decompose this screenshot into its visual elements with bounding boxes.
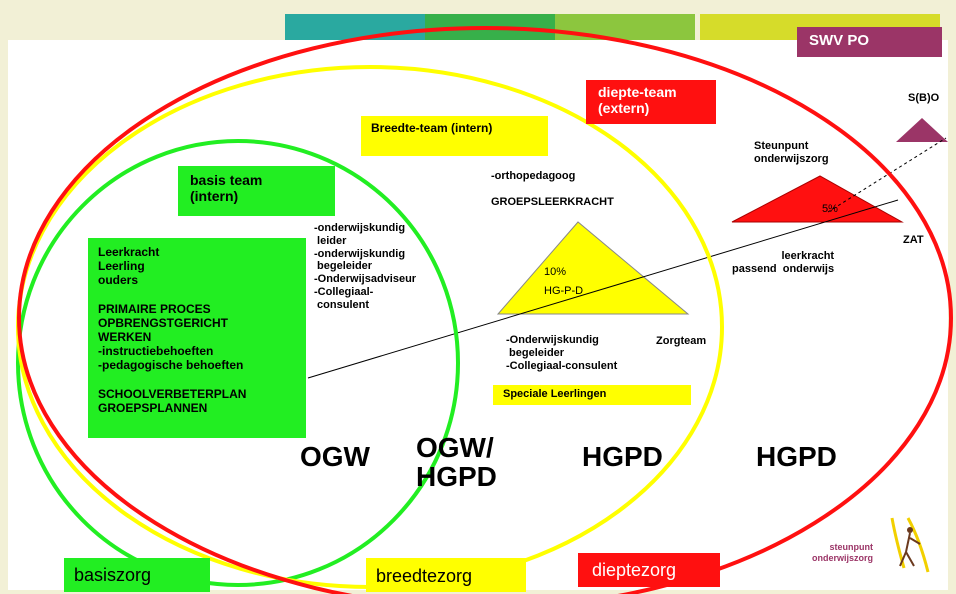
orthopedagoog-label: -orthopedagoog (491, 170, 576, 182)
approach-hgpd-1: HGPD (582, 441, 663, 472)
steunpunt-logo-text: steunpunt onderwijszorg (812, 542, 874, 563)
red-triangle-percentage: 5% (822, 203, 838, 215)
approach-hgpd-2: HGPD (756, 441, 837, 472)
sbo-label: S(B)O (908, 92, 940, 104)
triangle-percentage: 10% (544, 266, 567, 278)
dashed-connector-line (827, 137, 947, 213)
yellow-triangle (496, 221, 690, 315)
steunpunt-logo-icon (890, 517, 930, 573)
steunpunt-onderwijszorg-label: Steunpunt onderwijszorg (754, 140, 829, 166)
connector-line (307, 199, 899, 379)
zorgteam-label: Zorgteam (656, 335, 707, 347)
basis-team-box: basis team (intern) (178, 166, 335, 216)
diepte-team-box: diepte-team (extern) (586, 80, 716, 124)
breedte-team-box: Breedte-team (intern) (361, 116, 548, 156)
speciale-leerlingen-box: Speciale Leerlingen (493, 385, 691, 405)
triangle-label: HG-P-D (544, 285, 584, 297)
groepsleerkracht-label: GROEPSLEERKRACHT (491, 196, 614, 208)
basiszorg-tag: basiszorg (64, 558, 210, 592)
onderwijskundig-list: -onderwijskundig leider -onderwijskundig… (314, 222, 417, 311)
red-triangle (731, 175, 904, 223)
red-circle (17, 26, 953, 594)
swv-po-box: SWV PO (797, 27, 942, 57)
breedte-support-list: -Onderwijskundig begeleider -Collegiaal-… (506, 334, 618, 372)
purple-triangle (896, 118, 948, 142)
dieptezorg-tag: dieptezorg (578, 553, 720, 587)
green-content-box: Leerkracht Leerling ouders PRIMAIRE PROC… (88, 238, 306, 438)
green-circle (16, 139, 460, 587)
approach-ogw-hgpd: OGW/ HGPD (416, 432, 497, 493)
breedtezorg-tag: breedtezorg (366, 558, 526, 592)
leerkracht-passend-label: leerkracht passend onderwijs (732, 250, 835, 276)
zat-label: ZAT (903, 234, 924, 246)
approach-ogw: OGW (300, 441, 370, 472)
